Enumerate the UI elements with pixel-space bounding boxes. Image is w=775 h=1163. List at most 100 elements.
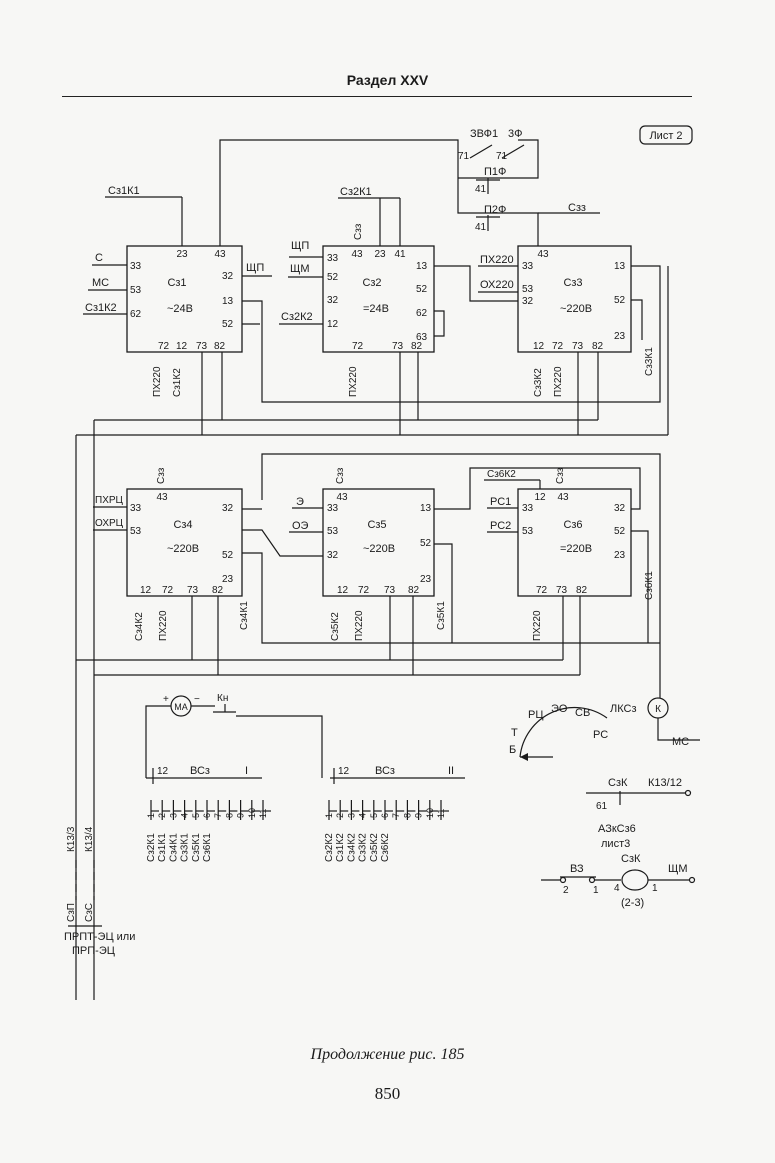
svg-text:33: 33	[327, 253, 339, 264]
svg-text:ПХ220: ПХ220	[480, 254, 514, 266]
svg-text:ПРП-ЭЦ: ПРП-ЭЦ	[72, 945, 115, 957]
svg-text:АЗкСз6: АЗкСз6	[598, 823, 636, 835]
svg-text:(2-3): (2-3)	[621, 897, 644, 909]
svg-text:ВСз: ВСз	[375, 765, 395, 777]
svg-text:Сз4К1: Сз4К1	[239, 601, 250, 630]
svg-text:12: 12	[533, 341, 545, 352]
svg-text:К13/4: К13/4	[84, 826, 95, 852]
svg-text:32: 32	[327, 295, 339, 306]
svg-text:23: 23	[374, 249, 386, 260]
svg-text:32: 32	[327, 550, 339, 561]
svg-text:СзК: СзК	[621, 853, 641, 865]
switch-contact-label: Сз4К2	[346, 833, 357, 862]
svg-text:лист3: лист3	[601, 838, 630, 850]
svg-text:СВ: СВ	[575, 707, 590, 719]
svg-text:МА: МА	[174, 702, 188, 712]
svg-text:ПХ220: ПХ220	[348, 366, 359, 397]
svg-text:43: 43	[351, 249, 363, 260]
svg-text:Сз5К1: Сз5К1	[436, 601, 447, 630]
svg-text:82: 82	[408, 585, 420, 596]
svg-text:23: 23	[614, 550, 626, 561]
svg-text:72: 72	[158, 341, 170, 352]
svg-text:72: 72	[352, 341, 364, 352]
svg-text:52: 52	[420, 538, 432, 549]
svg-text:73: 73	[196, 341, 208, 352]
svg-text:52: 52	[614, 295, 626, 306]
svg-text:71: 71	[496, 151, 508, 162]
svg-text:52: 52	[614, 526, 626, 537]
svg-text:Сз1К2: Сз1К2	[85, 302, 117, 314]
svg-text:II: II	[448, 765, 454, 777]
svg-text:3Ф: 3Ф	[508, 128, 522, 140]
svg-text:−: −	[194, 694, 200, 705]
block-sz4: Сз4 ~220В 43 33 53 32 52 23 12 72 73 82	[126, 488, 243, 597]
svg-text:1: 1	[652, 883, 658, 894]
svg-text:РС: РС	[593, 729, 608, 741]
switch-contact-label: Сз3К2	[358, 833, 369, 862]
svg-text:61: 61	[596, 801, 608, 812]
switch-contact-label: Сз4К1	[168, 833, 179, 862]
svg-text:12: 12	[534, 492, 546, 503]
svg-text:Сз3К1: Сз3К1	[644, 347, 655, 376]
svg-text:43: 43	[537, 249, 549, 260]
switch-contact-label: Сз1К1	[157, 833, 168, 862]
block-sz2: Сз2 =24В 43 23 41 33 52 32 12 13 52 62 6…	[322, 245, 435, 353]
svg-text:13: 13	[614, 261, 626, 272]
svg-text:2: 2	[563, 885, 569, 896]
svg-text:43: 43	[214, 249, 226, 260]
block-sz4-name: Сз4	[173, 519, 192, 531]
switch-contact-label: Сз2К1	[146, 833, 157, 862]
svg-text:Сзз: Сзз	[555, 467, 566, 484]
svg-text:ОХ220: ОХ220	[480, 279, 514, 291]
svg-text:12: 12	[176, 341, 188, 352]
svg-text:Сзз: Сзз	[568, 202, 586, 214]
svg-text:72: 72	[358, 585, 370, 596]
svg-text:ЛКСз: ЛКСз	[610, 703, 637, 715]
svg-text:П2Ф: П2Ф	[484, 204, 506, 216]
svg-text:33: 33	[327, 503, 339, 514]
svg-text:53: 53	[130, 285, 142, 296]
svg-text:32: 32	[222, 271, 234, 282]
block-sz5: Сз5 ~220В 43 33 53 32 13 52 23 12 72 73 …	[322, 488, 435, 597]
sheet-label-box	[639, 125, 693, 145]
relay-contacts-top: ЗВФ1 3Ф 71 71 П1Ф 41 П2Ф 41 Сзз	[458, 128, 586, 233]
svg-text:73: 73	[572, 341, 584, 352]
wiring	[75, 265, 669, 1000]
svg-text:Сз1К1: Сз1К1	[108, 185, 140, 197]
svg-text:43: 43	[336, 492, 348, 503]
svg-text:32: 32	[614, 503, 626, 514]
svg-text:РЦ: РЦ	[528, 709, 543, 721]
svg-text:52: 52	[222, 550, 234, 561]
svg-text:13: 13	[420, 503, 432, 514]
switch-contact-label: Сз6К1	[202, 833, 213, 862]
svg-text:23: 23	[614, 331, 626, 342]
svg-text:52: 52	[222, 319, 234, 330]
svg-text:I: I	[245, 765, 248, 777]
svg-text:41: 41	[475, 184, 487, 195]
svg-text:62: 62	[130, 309, 142, 320]
svg-text:К13/3: К13/3	[66, 826, 77, 852]
block-sz3: Сз3 ~220В 43 33 53 32 13 52 23 12 72 73 …	[517, 245, 632, 353]
ammeter-circuit: МА + − Кн 12 ВСз I 12 ВСз II	[145, 693, 465, 784]
svg-text:82: 82	[214, 341, 226, 352]
svg-text:12: 12	[140, 585, 152, 596]
block-sz1-name: Сз1	[167, 277, 186, 289]
svg-text:13: 13	[416, 261, 428, 272]
svg-text:73: 73	[392, 341, 404, 352]
svg-text:ВЗ: ВЗ	[570, 863, 584, 875]
block-sz6-type: =220В	[560, 543, 592, 555]
svg-text:ЩМ: ЩМ	[290, 263, 309, 275]
svg-text:52: 52	[416, 284, 428, 295]
block-sz1: Сз1 ~24В 23 43 33 53 62 32 13 52 72 12 7…	[126, 245, 243, 353]
svg-text:Б: Б	[509, 744, 516, 756]
svg-text:К13/12: К13/12	[648, 777, 682, 789]
svg-text:РС1: РС1	[490, 496, 511, 508]
svg-text:12: 12	[157, 766, 169, 777]
svg-text:23: 23	[176, 249, 188, 260]
svg-text:53: 53	[130, 526, 142, 537]
svg-text:43: 43	[156, 492, 168, 503]
svg-text:53: 53	[327, 526, 339, 537]
block-sz6: Сз6 =220В 12 43 33 53 32 52 23 72 73 82	[517, 488, 632, 597]
svg-text:Сз6К2: Сз6К2	[487, 469, 516, 480]
svg-text:П1Ф: П1Ф	[484, 166, 506, 178]
